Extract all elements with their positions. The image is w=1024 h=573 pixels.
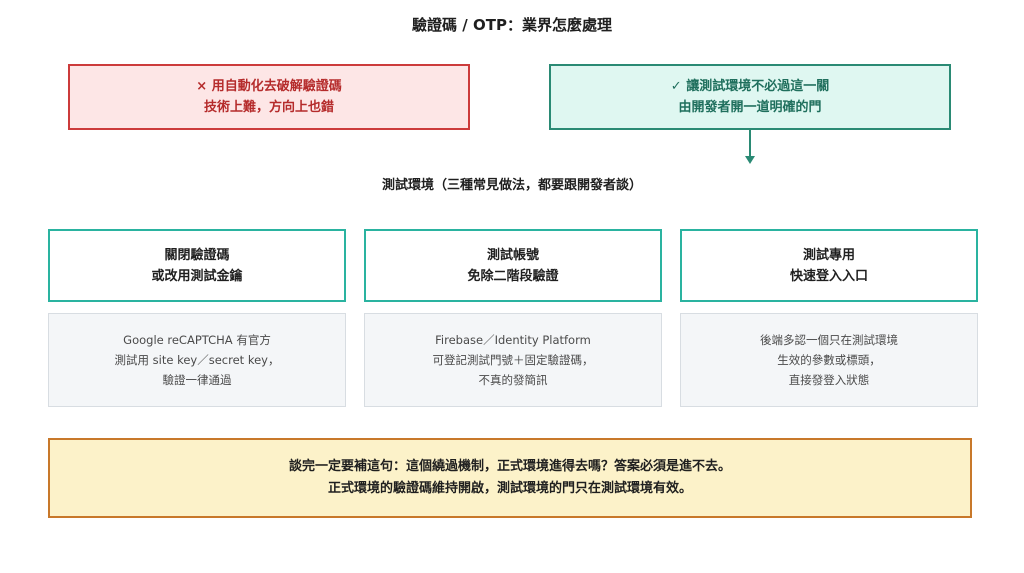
method-card-detail-2: Firebase／Identity Platform 可登記測試門號＋固定驗證碼… xyxy=(364,313,662,407)
warning-note-line-2: 正式環境的驗證碼維持開啟，測試環境的門只在測試環境有效。 xyxy=(327,481,692,496)
method-card-detail-3-line-2: 生效的參數或標頭， xyxy=(777,353,881,367)
diagram-title: 驗證碼 / OTP：業界怎麼處理 xyxy=(412,16,612,34)
warning-note-box: 談完一定要補這句：這個繞過機制，正式環境進得去嗎？答案必須是進不去。 正式環境的… xyxy=(48,438,972,518)
method-card-detail-3: 後端多認一個只在測試環境 生效的參數或標頭， 直接發登入狀態 xyxy=(680,313,978,407)
method-card-detail-1: Google reCAPTCHA 有官方 測試用 site key／secret… xyxy=(48,313,346,407)
method-card-detail-1-line-3: 驗證一律通過 xyxy=(162,373,232,387)
right-approach-line-2: 由開發者開一道明確的門 xyxy=(678,100,822,115)
method-card-header-2: 測試帳號 免除二階段驗證 xyxy=(364,229,662,302)
wrong-approach-box: × 用自動化去破解驗證碼 技術上難，方向上也錯 xyxy=(68,64,470,130)
right-approach-box: ✓ 讓測試環境不必過這一關 由開發者開一道明確的門 xyxy=(549,64,951,130)
warning-note-line-1: 談完一定要補這句：這個繞過機制，正式環境進得去嗎？答案必須是進不去。 xyxy=(288,459,731,474)
down-arrow-icon xyxy=(740,130,760,166)
method-card-detail-1-line-1: Google reCAPTCHA 有官方 xyxy=(123,333,271,347)
method-card-header-3-line-1: 測試專用 xyxy=(802,247,855,263)
method-card-header-3-line-2: 快速登入入口 xyxy=(789,268,868,284)
wrong-approach-line-2: 技術上難，方向上也錯 xyxy=(203,100,334,115)
method-card-detail-3-line-1: 後端多認一個只在測試環境 xyxy=(760,333,898,347)
method-card-header-3: 測試專用 快速登入入口 xyxy=(680,229,978,302)
wrong-approach-line-1: × 用自動化去破解驗證碼 xyxy=(196,79,342,94)
method-card-header-2-line-2: 免除二階段驗證 xyxy=(467,268,559,284)
method-card-header-1: 關閉驗證碼 或改用測試金鑰 xyxy=(48,229,346,302)
method-card-header-1-line-1: 關閉驗證碼 xyxy=(164,247,230,263)
method-card-header-2-line-1: 測試帳號 xyxy=(486,247,539,263)
method-card-header-1-line-2: 或改用測試金鑰 xyxy=(151,268,243,284)
section-title: 測試環境（三種常見做法，都要跟開發者談） xyxy=(381,178,642,193)
method-card-detail-2-line-1: Firebase／Identity Platform xyxy=(435,333,591,347)
method-card-detail-1-line-2: 測試用 site key／secret key， xyxy=(114,353,280,367)
method-card-detail-3-line-3: 直接發登入狀態 xyxy=(788,373,870,387)
method-card-detail-2-line-2: 可登記測試門號＋固定驗證碼， xyxy=(432,353,594,367)
method-card-detail-2-line-3: 不真的發簡訊 xyxy=(478,373,548,387)
right-approach-line-1: ✓ 讓測試環境不必過這一關 xyxy=(670,79,830,94)
